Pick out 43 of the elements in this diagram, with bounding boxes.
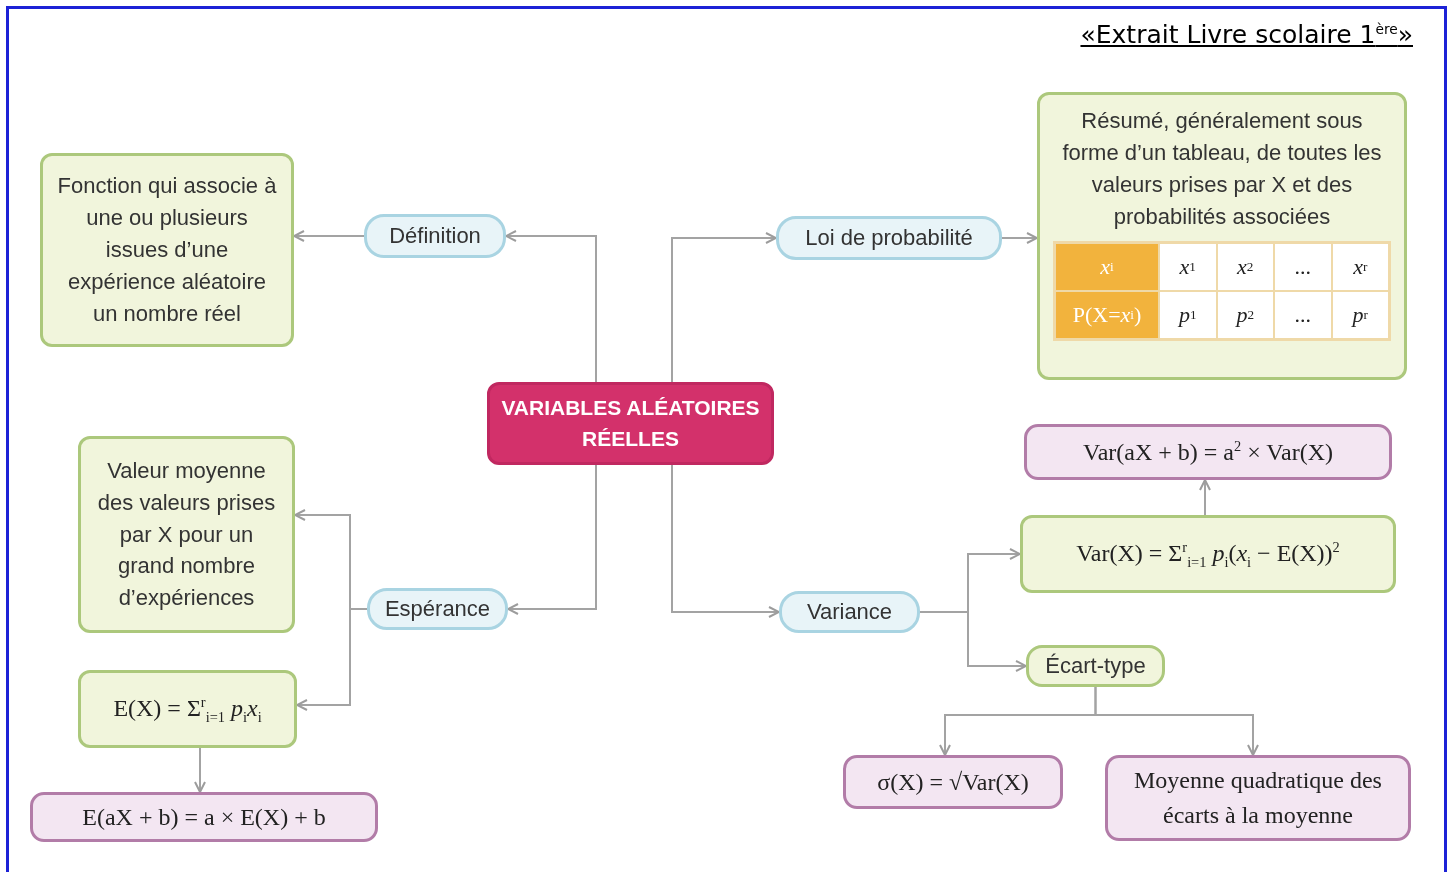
branch-pill bbox=[1026, 645, 1165, 687]
property-box bbox=[843, 755, 1063, 809]
node-text: Variance bbox=[806, 598, 893, 627]
branch-pill bbox=[367, 588, 508, 630]
property-box bbox=[1024, 424, 1392, 480]
node-text: Espérance bbox=[384, 595, 491, 624]
arrow bbox=[293, 230, 365, 242]
topic-box bbox=[487, 382, 774, 465]
definition-box bbox=[40, 153, 294, 347]
arrow bbox=[1094, 686, 1259, 756]
arrow bbox=[1199, 479, 1211, 516]
branch-pill bbox=[364, 214, 506, 258]
property-box bbox=[1105, 755, 1411, 841]
table-cell: ... bbox=[1274, 290, 1332, 339]
branch-pill bbox=[779, 591, 920, 633]
node-text: E(aX + b) = a × E(X) + b bbox=[82, 802, 326, 832]
node-text: Moyenne quadratique des écarts à la moyenne bbox=[1133, 766, 1383, 830]
arrow bbox=[1001, 232, 1038, 244]
node-text: σ(X) = √Var(X) bbox=[877, 767, 1029, 797]
definition-box bbox=[78, 436, 295, 633]
node-text: E(X) = Σ$^{r}$$_{i=1}$ p$_{i}$x$_{i}$ bbox=[113, 692, 262, 727]
node-text: Valeur moyenne des valeurs prises par X pour un grand nombre d’expériences bbox=[96, 456, 277, 613]
branch-pill bbox=[776, 216, 1002, 260]
node-text: Écart-type bbox=[1045, 652, 1146, 681]
definition-box bbox=[1037, 92, 1407, 380]
title: «Extrait Livre scolaire 1$^{ère}$» bbox=[1080, 20, 1413, 49]
node-text: Var(X) = Σ$^{r}$$_{i=1}$ p$_{i}$(x$_{i}$ − E(X))$^{2}$ bbox=[1076, 537, 1340, 572]
arrow bbox=[505, 230, 597, 383]
arrow bbox=[194, 747, 206, 793]
node-text: VARIABLES ALÉATOIRES RÉELLES bbox=[500, 395, 761, 452]
node-text: Var(aX + b) = a$^{2}$ × Var(X) bbox=[1083, 436, 1333, 467]
node-text: Définition bbox=[389, 222, 481, 251]
arrow bbox=[671, 232, 777, 383]
node-text: Résumé, généralement sous forme d’un tableau, de toutes les valeurs prises par X et des probabilités associées bbox=[1061, 107, 1383, 231]
table-cell: ... bbox=[1274, 242, 1332, 291]
arrow bbox=[507, 464, 597, 615]
property-box bbox=[30, 792, 378, 842]
node-text: Fonction qui associe à une ou plusieurs issues d’une expérience aléatoire un nombre réel bbox=[56, 172, 278, 328]
arrow bbox=[671, 464, 780, 618]
node-text: Loi de probabilité bbox=[805, 224, 973, 253]
arrow bbox=[919, 611, 1027, 672]
formula-box bbox=[78, 670, 297, 748]
formula-box bbox=[1020, 515, 1396, 593]
